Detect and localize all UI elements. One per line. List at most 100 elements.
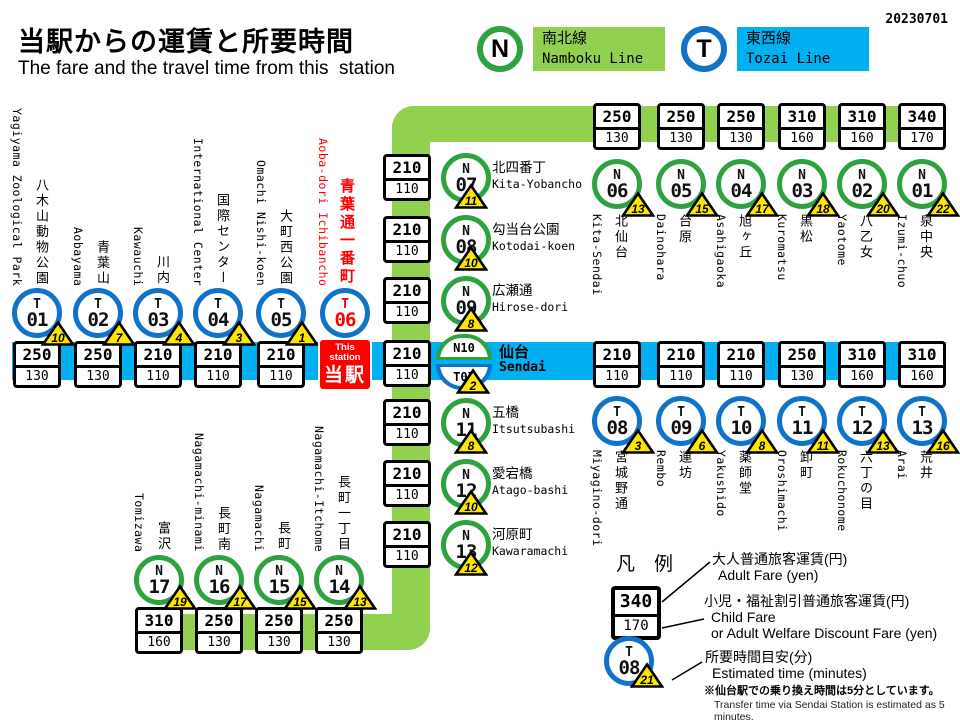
time-triangle-icon: 11 [805,428,841,454]
time-triangle-icon: 2 [455,368,491,394]
adult-fare: 310 [901,344,943,368]
travel-time-value: 20 [875,202,890,216]
child-fare: 130 [327,635,351,650]
namboku-line-icon: N [477,26,523,72]
legend-note-en: Transfer time via Sendai Station is esti… [714,699,945,720]
leader-line-time [671,661,703,681]
travel-time-value: 13 [631,202,645,216]
child-fare: 110 [395,427,419,442]
time-triangle-icon: 10 [40,320,76,346]
station-name-jp-N15: 長町 [276,521,291,552]
adult-fare: 210 [197,344,239,368]
travel-time-value: 19 [173,595,187,609]
namboku-name-en: Namboku Line [542,51,644,67]
travel-time-N08: 10 [453,245,489,272]
travel-time-value: 16 [936,439,950,453]
station-name-en-N02: Yaotome [835,214,849,266]
travel-time-value: 17 [233,595,248,609]
station-name-en-N06: Kita-Sendai [590,214,604,296]
travel-time-value: 10 [464,500,478,514]
tozai-line-icon: T [681,26,727,72]
station-name-jp-N04: 旭ヶ丘 [737,214,752,261]
line-letter: T [33,296,41,312]
station-name-jp: 勾当台公園 [492,222,560,237]
adult-fare: 340 [901,106,943,130]
adult-fare: 250 [16,344,58,368]
adult-fare: 210 [386,463,428,487]
station-name-jp-T06: 青葉通一番町 [338,178,355,286]
station-number: 10 [730,416,753,439]
line-letter: T [277,296,285,312]
time-triangle-icon: 10 [453,489,489,515]
legend-sample-time-triangle: 21 [629,662,665,689]
line-letter: T [613,404,621,420]
travel-time-value: 6 [699,439,706,453]
station-number: 05 [670,179,693,202]
station-name-jp: 愛宕橋 [492,466,533,481]
station-name-jp-N06: 北仙台 [613,214,628,261]
child-fare: 110 [395,549,419,564]
adult-fare: 210 [386,343,428,367]
line-letter: N [335,563,343,579]
child-fare: 130 [669,131,693,146]
station-number: 01 [911,179,934,202]
line-letter: N [737,167,745,183]
child-fare: 130 [790,369,814,384]
station-name-jp-N02: 八乙女 [858,214,873,261]
station-name-en-N16: Nagamachi-minami [192,433,206,552]
station-name-en-N14: Nagamachi-Itchome [312,425,326,552]
line-letter: N [462,406,470,422]
travel-time-T03: 4 [161,320,197,347]
time-triangle-icon: 18 [805,191,841,217]
time-triangle-icon: 15 [282,584,318,610]
child-fare: 110 [395,244,419,259]
station-number: 01 [26,308,49,331]
tozai-line-chip: 東西線 Tozai Line [737,27,869,71]
travel-time-value: 4 [175,331,183,345]
child-fare: 110 [395,368,419,383]
station-number: 04 [207,308,230,331]
line-letter: T [214,296,222,312]
adult-fare: 210 [720,344,762,368]
legend-child-fare-jp: 小児・福祉割引普通旅客運賃(円) [704,593,910,609]
travel-time-value: 13 [353,595,367,609]
line-letter: T [341,296,349,312]
revision-date: 20230701 [885,12,948,27]
station-name-jp-N01: 泉中央 [918,214,933,261]
time-triangle-icon: 8 [453,306,489,332]
legend-sample-child-fare: 170 [623,618,649,634]
station-number: 17 [148,575,171,598]
adult-fare: 210 [386,402,428,426]
line-letter: N [155,563,163,579]
travel-time-value: 22 [935,202,950,216]
station-name-en-N05: Dainohara [654,214,668,281]
time-triangle-icon: 20 [865,191,901,217]
line-letter: N [215,563,223,579]
station-name-jp: 河原町 [492,527,533,542]
time-triangle-icon: 1 [284,320,320,346]
legend-sample-time-value: 21 [639,673,654,687]
travel-time-value: 11 [817,439,830,453]
station-number: 03 [791,179,814,202]
adult-fare: 210 [386,524,428,548]
travel-time-value: 15 [293,595,307,609]
travel-time-T04: 3 [221,320,257,347]
